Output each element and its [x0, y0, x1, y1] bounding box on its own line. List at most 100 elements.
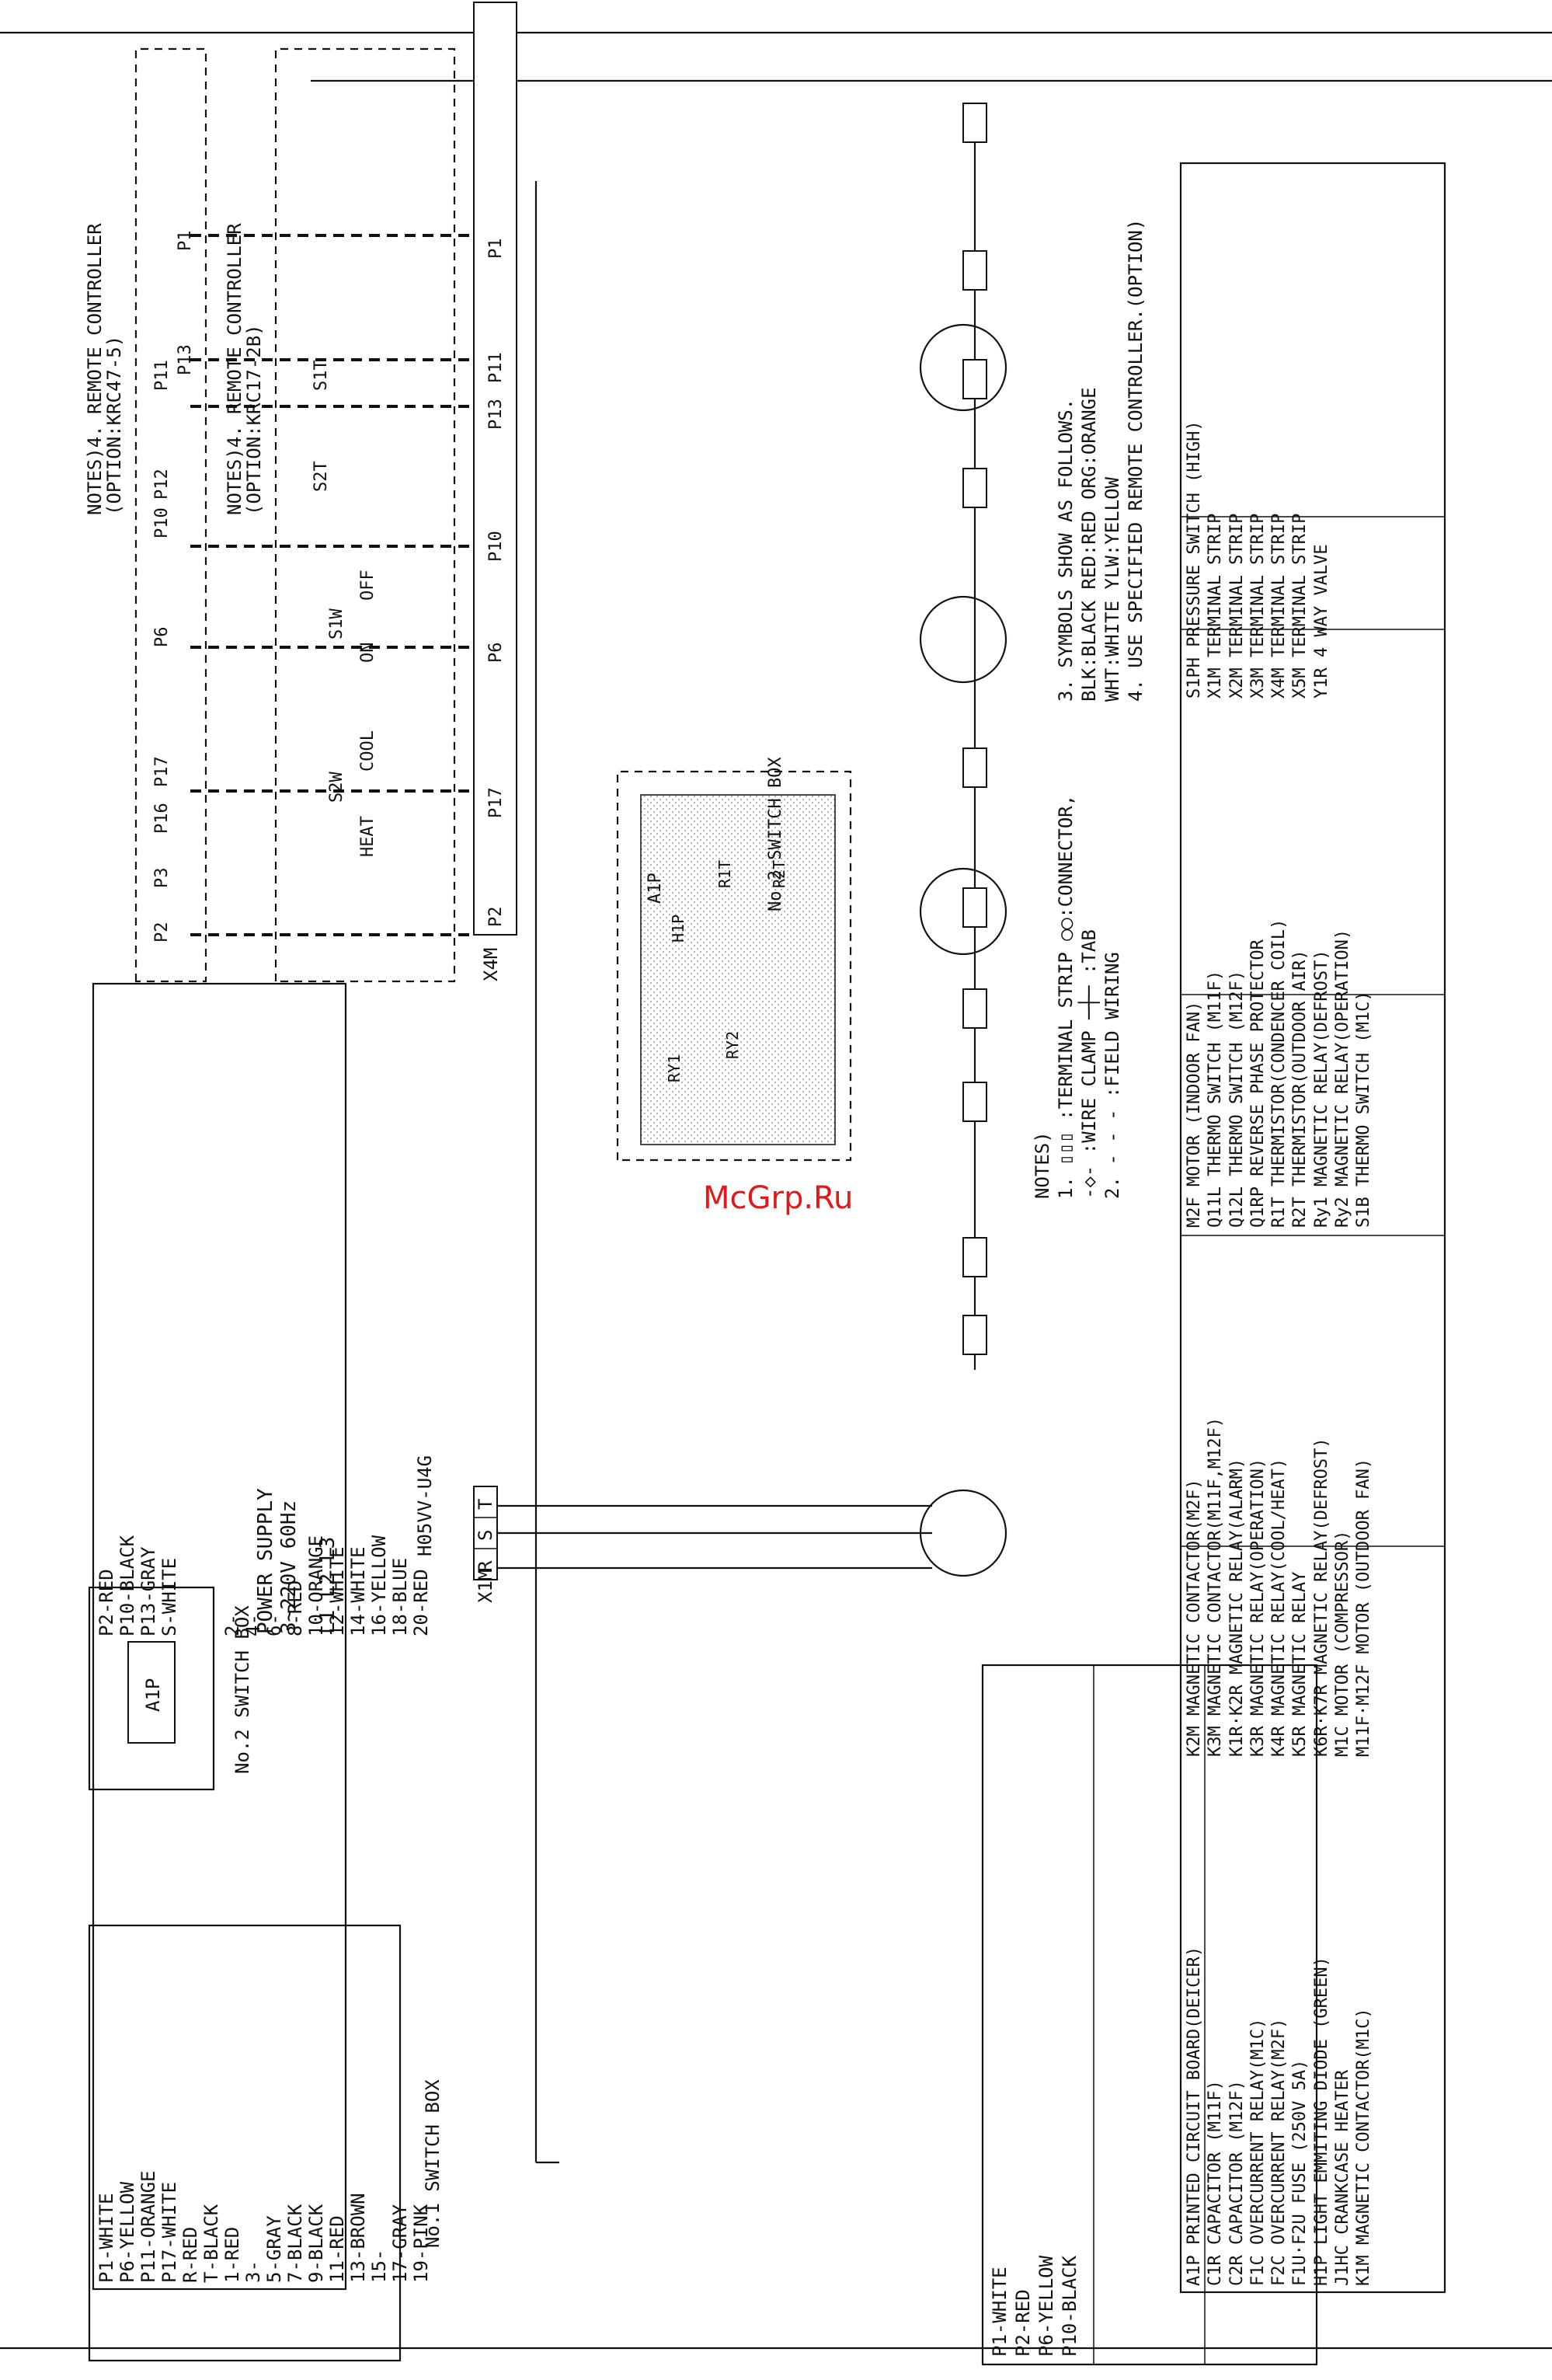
- label-on: ON: [358, 643, 378, 664]
- wire-color-entry: 15-: [368, 2249, 390, 2283]
- switch-s2w: S2W: [327, 772, 346, 803]
- legend-entry: X4M TERMINAL STRIP: [1269, 513, 1289, 699]
- notes-title: NOTES): [1032, 1131, 1053, 1199]
- legend-entry: C1R CAPACITOR (M11F): [1206, 2080, 1226, 2286]
- wire-color-entry: 4-: [242, 1614, 264, 1636]
- note-3: 3. SYMBOLS SHOW AS FOLLOWS.: [1055, 399, 1077, 702]
- legend-entry: M11F·M12F MOTOR (OUTDOOR FAN): [1354, 1458, 1374, 1757]
- rc-p3: P3: [152, 868, 172, 889]
- legend-entry: K4R MAGNETIC RELAY(COOL/HEAT): [1269, 1458, 1289, 1757]
- h1p-label: H1P: [669, 915, 687, 943]
- x4m-terminal-strip: [473, 2, 517, 936]
- motor-m1c: [919, 1489, 1007, 1577]
- terminal-r: R: [475, 1560, 496, 1572]
- label-off: OFF: [358, 570, 378, 601]
- cable-type-label: H05VV-U4G: [414, 1455, 436, 1556]
- x1m-label: X1M: [475, 1570, 496, 1603]
- legend-entry: K5R MAGNETIC RELAY: [1290, 1571, 1310, 1757]
- wire-color-entry: 2-: [221, 1614, 243, 1636]
- legend-entry: A1P PRINTED CIRCUIT BOARD(DEICER): [1185, 1946, 1204, 2286]
- legend-entry: K1M MAGNETIC CONTACTOR(M1C): [1354, 2008, 1374, 2286]
- x4m-p6: P6: [486, 643, 506, 664]
- legend-entry: [1332, 169, 1353, 699]
- x4m-p1: P1: [486, 239, 506, 260]
- coil-k1m: [962, 250, 987, 291]
- wire-color-entry: 3-: [242, 2260, 264, 2283]
- coil-k1r: [962, 1315, 987, 1355]
- wire-color-entry: 20-RED: [410, 1569, 432, 1636]
- rc-p1: P1: [176, 231, 195, 252]
- wire-color-entry: 8-RED: [284, 1580, 306, 1636]
- power-supply-label: POWER SUPPLY: [254, 1488, 277, 1634]
- x4m-p10: P10: [486, 531, 506, 562]
- legend-entry: Q11L THERMO SWITCH (M11F): [1206, 970, 1226, 1228]
- note-2: 2. - - - :FIELD WIRING: [1101, 952, 1123, 1199]
- wire-color-table: P1-WHITE P2-RED P6-YELLOW P10-BLACK: [981, 1664, 1318, 2366]
- wire-color-entry: P6-YELLOW: [117, 2181, 138, 2283]
- legend-entry: M2F MOTOR (INDOOR FAN): [1185, 1001, 1204, 1228]
- legend-entry: Q12L THERMO SWITCH (M12F): [1227, 970, 1247, 1228]
- no1-switch-box-label: No.1 SWITCH BOX: [422, 2079, 444, 2248]
- legend-entry: X1M TERMINAL STRIP: [1206, 513, 1226, 699]
- legend-entry: F1U·F2U FUSE (250V 5A): [1290, 2059, 1310, 2286]
- x4m-label: X4M: [480, 948, 502, 981]
- wire-color-entry: P1-WHITE: [96, 2193, 117, 2283]
- switch-s1t: S1T: [311, 360, 331, 391]
- wire-table: [92, 982, 347, 2291]
- motor-m2f: [919, 323, 1007, 412]
- remote-krc47-option: (OPTION:KRC47-5): [103, 336, 125, 515]
- wire-r2c1: P2-RED: [1012, 2289, 1034, 2357]
- wire-color-entry: 13-BROWN: [347, 2193, 369, 2283]
- legend-entry: S1PH PRESSURE SWITCH (HIGH): [1185, 420, 1204, 699]
- legend-text-layer: A1P PRINTED CIRCUIT BOARD(DEICER) K2M MAG…: [1181, 163, 1445, 2292]
- legend-entry: Y1R 4 WAY VALVE: [1311, 544, 1331, 699]
- label-cool: COOL: [358, 730, 378, 772]
- coil-k7r: [962, 887, 987, 928]
- wire-color-entry: 18-BLUE: [389, 1557, 411, 1636]
- wire-r4c1: P10-BLACK: [1059, 2255, 1080, 2357]
- rc-p2: P2: [152, 922, 172, 943]
- ry1-label: RY1: [665, 1054, 684, 1082]
- wire-color-entry: [180, 990, 201, 1636]
- ry2-label: RY2: [723, 1031, 742, 1059]
- wire-color-entry: 14-WHITE: [347, 1546, 369, 1636]
- remote-controller-krc47: [134, 47, 207, 983]
- coil-k6r: [962, 988, 987, 1029]
- wire-color-entry: T-BLACK: [200, 2204, 222, 2283]
- note-3c: WHT:WHITE YLW:YELLOW: [1101, 476, 1123, 702]
- legend-entry: X3M TERMINAL STRIP: [1248, 513, 1268, 699]
- x4m-p17: P17: [486, 787, 506, 818]
- legend-entry: F2C OVERCURRENT RELAY(M2F): [1269, 2018, 1289, 2286]
- legend-entry: H1P LIGHT EMMITING DIODE (GREEN): [1311, 1957, 1331, 2286]
- no2-switch-box-mini: [88, 1586, 215, 1791]
- x4m-p11: P11: [486, 352, 506, 383]
- coil-k2r: [962, 1237, 987, 1277]
- wire-color-entry: S-WHITE: [158, 1557, 180, 1636]
- switch-s2t: S2T: [311, 461, 331, 492]
- coil-k3r: [962, 468, 987, 508]
- wire-color-entry: 17-GRAY: [389, 2204, 411, 2283]
- wire-color-entry: 6-: [263, 1614, 285, 1636]
- motor-m11f: [919, 595, 1007, 684]
- x4m-p13: P13: [486, 399, 506, 430]
- r2t-label: R2T: [770, 860, 788, 888]
- power-phase-labels: L1 L2 L3: [316, 1537, 339, 1634]
- label-heat: HEAT: [358, 816, 378, 857]
- schematic-rotated: POWER SUPPLY 3~220V 60Hz L1 L2 L3 H05VV-…: [84, 2, 1318, 2366]
- legend-entry: K6R·K7R MAGNETIC RELAY(DEFROST): [1311, 1437, 1331, 1757]
- note-1b: -◇- :WIRE CLAMP ─┼─ :TAB: [1077, 929, 1100, 1199]
- wire-color-entry: [201, 990, 222, 1636]
- legend-table: [1179, 162, 1446, 2294]
- legend-entry: Q1RP REVERSE PHASE PROTECTOR: [1248, 939, 1268, 1228]
- legend-entry: R1T THERMISTOR(CONDENCER COIL): [1269, 918, 1289, 1228]
- wire-color-entry: P17-WHITE: [158, 2181, 180, 2283]
- a1p-mini-box: [127, 1641, 176, 1744]
- wire-color-entry: P13-GRAY: [137, 1546, 159, 1636]
- legend-entry: K1R·K2R MAGNETIC RELAY(ALARM): [1227, 1458, 1247, 1757]
- wire-color-entry: 9-BLACK: [305, 2204, 327, 2283]
- legend-entry: K2M MAGNETIC CONTACTOR(M2F): [1185, 1479, 1204, 1757]
- rc-p10: P10: [152, 507, 172, 538]
- coil-k4r: [962, 747, 987, 788]
